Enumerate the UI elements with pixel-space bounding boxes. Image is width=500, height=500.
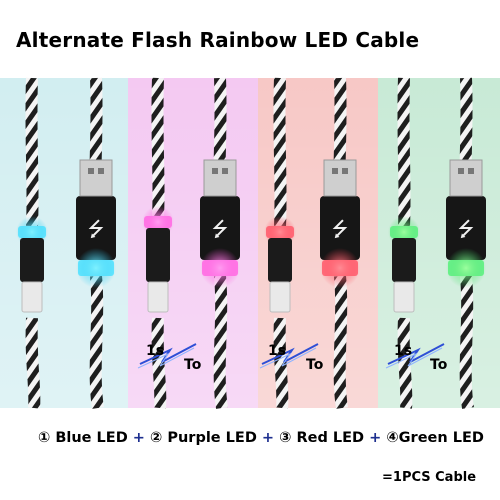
svg-text:⭍: ⭍ [332, 217, 349, 241]
cable-set-green: ⭍ [388, 77, 486, 409]
flash-to-label-2: To [306, 357, 324, 373]
led-legend: ① Blue LED + ② Purple LED + ③ Red LED + … [38, 430, 484, 446]
legend-item-blue: ① Blue LED [38, 430, 128, 446]
cable-set-blue: ⭍ [16, 77, 116, 409]
cable-set-red: ⭍ [264, 77, 360, 409]
legend-plus-1: + [132, 430, 145, 446]
legend-plus-2: + [261, 430, 275, 446]
cable-set-purple: ⭍ [142, 77, 240, 409]
legend-plus-3: + [369, 430, 382, 446]
legend-item-green: ④Green LED [386, 430, 484, 446]
legend-item-red: ③ Red LED [279, 430, 365, 446]
flash-to-label-3: To [430, 357, 448, 373]
svg-text:⭍: ⭍ [88, 217, 105, 241]
lightning-arrow-3 [385, 343, 445, 369]
legend-item-purple: ② Purple LED [150, 430, 257, 446]
lightning-arrow-2 [259, 343, 319, 369]
flash-to-label-1: To [184, 357, 202, 373]
flash-from-label-3: 1s [394, 343, 413, 359]
flash-from-label-2: 1s [268, 343, 287, 359]
legend-summary: =1PCS Cable [382, 470, 477, 485]
page-title: Alternate Flash Rainbow LED Cable [16, 28, 420, 52]
lightning-arrow-1 [137, 343, 197, 369]
flash-from-label-1: 1s [146, 343, 165, 359]
svg-text:⭍: ⭍ [458, 217, 475, 241]
svg-text:⭍: ⭍ [212, 217, 229, 241]
